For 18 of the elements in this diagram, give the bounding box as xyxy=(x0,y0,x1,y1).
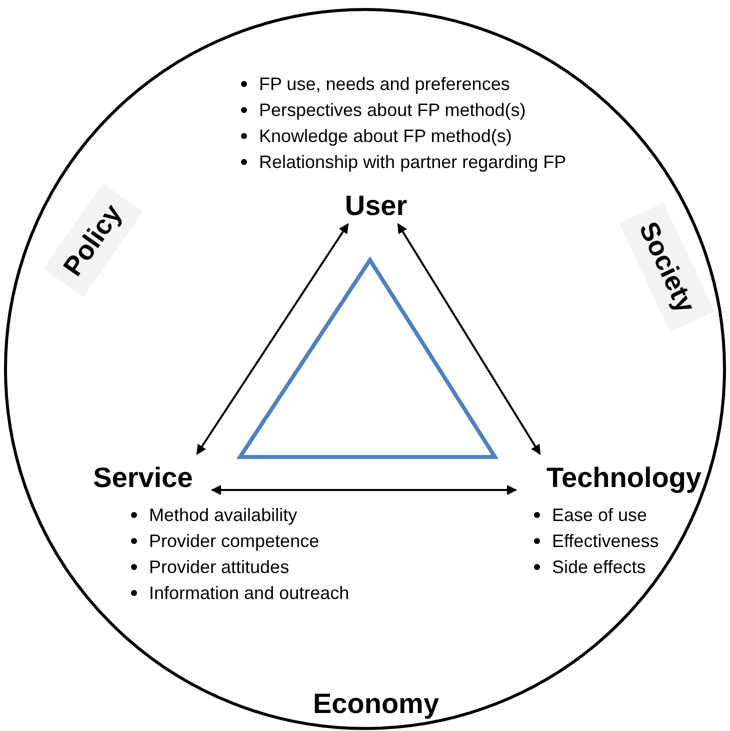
bullet-item: FP use, needs and preferences xyxy=(259,73,510,96)
bullet-item: Ease of use xyxy=(552,504,648,527)
bullet-item: Method availability xyxy=(149,504,298,527)
bullet-item: Effectiveness xyxy=(552,530,659,553)
node-label: Service xyxy=(83,459,203,497)
node-label: User xyxy=(333,187,419,225)
bullet-item: Information and outreach xyxy=(149,582,350,605)
bullet-item: Provider competence xyxy=(149,530,320,553)
bullet-item: Perspectives about FP method(s) xyxy=(259,99,526,122)
bullet-item: Relationship with partner regarding FP xyxy=(259,151,566,174)
bullet-item: Side effects xyxy=(552,556,646,579)
double-arrow xyxy=(397,223,541,455)
bullet-item: Knowledge about FP method(s) xyxy=(259,125,512,148)
node-label: Technology xyxy=(531,459,717,497)
context-label: Economy xyxy=(313,687,440,721)
bullet-item: Provider attitudes xyxy=(149,556,290,579)
double-arrow xyxy=(211,485,517,495)
double-arrow xyxy=(196,223,349,455)
